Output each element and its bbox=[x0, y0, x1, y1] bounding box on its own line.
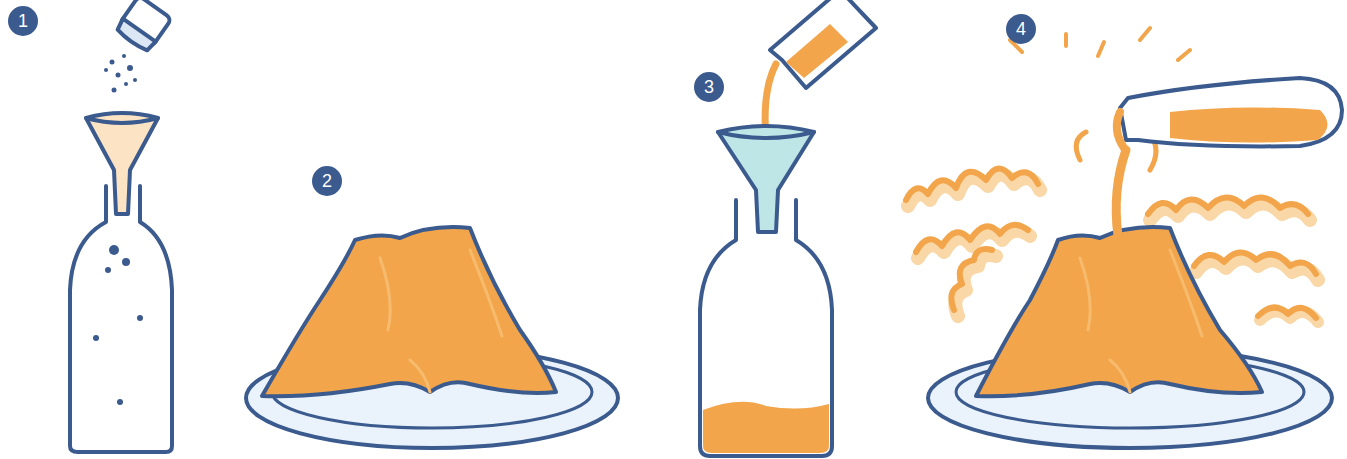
funnel bbox=[718, 126, 814, 232]
callout-number: 4 bbox=[1006, 14, 1036, 44]
dish-volcano bbox=[928, 227, 1332, 448]
pouring-bottle bbox=[1116, 78, 1342, 236]
salt-grains bbox=[104, 54, 137, 93]
callout-number: 3 bbox=[694, 72, 724, 102]
funnel bbox=[86, 113, 158, 214]
bottle bbox=[700, 200, 832, 456]
callout-number: 2 bbox=[312, 166, 342, 196]
dish-volcano bbox=[246, 227, 618, 448]
salt-shaker bbox=[115, 0, 172, 53]
bottle bbox=[70, 186, 172, 452]
callout-number: 1 bbox=[8, 6, 38, 36]
